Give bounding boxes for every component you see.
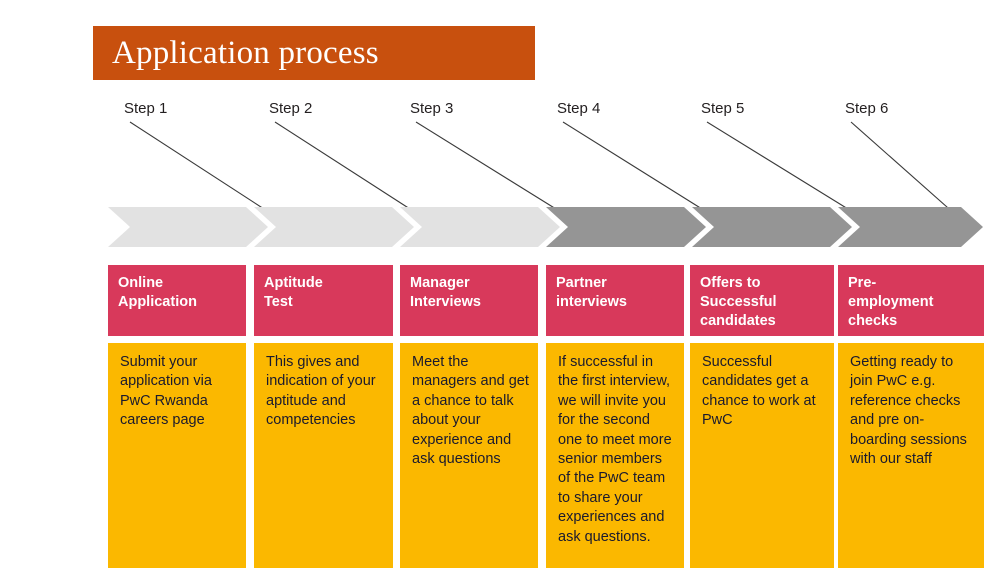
chevron-step-6[interactable] [838,207,983,247]
step-description-3: Meet the managers and get a chance to ta… [400,343,538,568]
step-description-4: If successful in the first interview, we… [546,343,684,568]
chevron-step-2[interactable] [254,207,414,247]
chevron-step-4[interactable] [546,207,706,247]
step-label-5: Step 5 [701,100,745,117]
step-label-6: Step 6 [845,100,889,117]
step-description-2: This gives and indication of your aptitu… [254,343,393,568]
step-title-4[interactable]: Partner interviews [546,265,684,336]
step-title-3[interactable]: Manager Interviews [400,265,538,336]
step-label-1: Step 1 [124,100,168,117]
chevron-step-1[interactable] [108,207,268,247]
page-title: Application process [112,35,379,71]
step-title-1[interactable]: Online Application [108,265,246,336]
step-title-6[interactable]: Pre- employment checks [838,265,984,336]
step-label-4: Step 4 [557,100,601,117]
title-banner: Application process [93,26,535,80]
step-label-3: Step 3 [410,100,454,117]
step-title-5[interactable]: Offers to Successful candidates [690,265,834,336]
chevron-step-5[interactable] [692,207,852,247]
step-title-2[interactable]: Aptitude Test [254,265,393,336]
chevron-step-3[interactable] [400,207,560,247]
step-label-2: Step 2 [269,100,313,117]
step-description-1: Submit your application via PwC Rwanda c… [108,343,246,568]
step-description-6: Getting ready to join PwC e.g. reference… [838,343,984,568]
step-description-5: Successful candidates get a chance to wo… [690,343,834,568]
